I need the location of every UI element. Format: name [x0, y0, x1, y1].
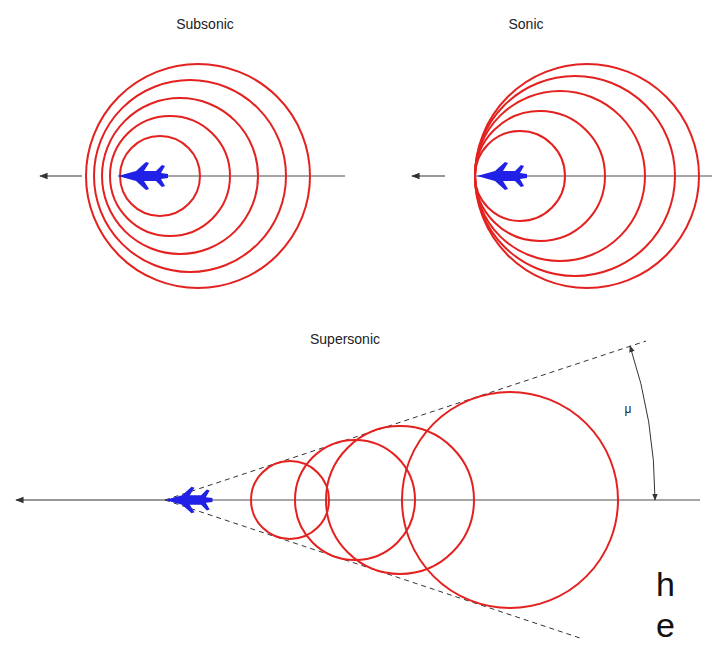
- supersonic-panel: [16, 341, 700, 638]
- cropped-text: e: [656, 607, 675, 644]
- panel-title: Sonic: [508, 17, 543, 32]
- panel-title: Subsonic: [176, 17, 234, 32]
- subsonic-panel: [40, 64, 345, 288]
- sonic-panel: [412, 64, 712, 288]
- panel-title: Supersonic: [310, 332, 380, 347]
- angle-symbol: μ: [625, 403, 632, 416]
- cropped-text: h: [656, 566, 675, 603]
